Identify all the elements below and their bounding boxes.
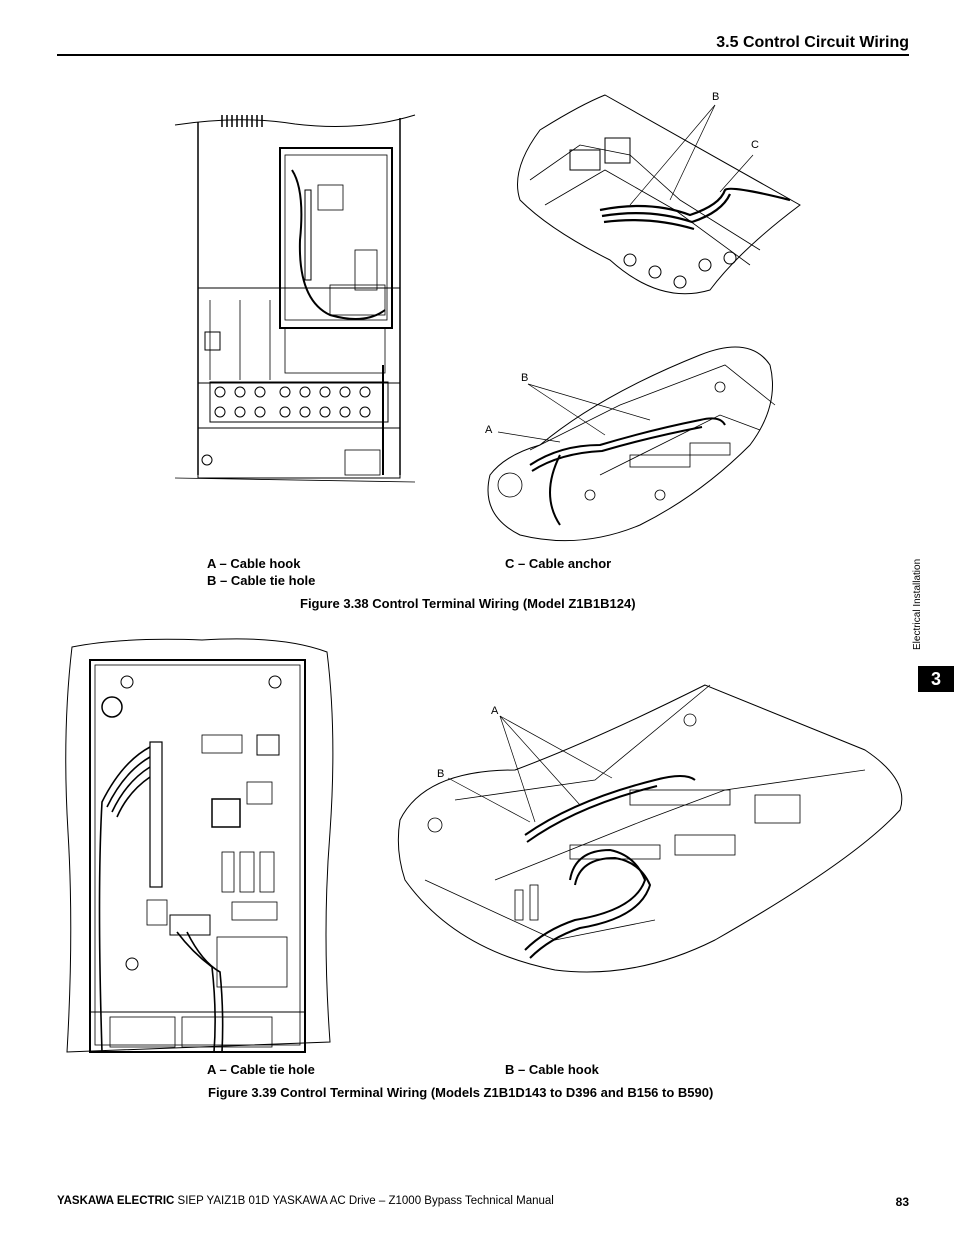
footer-doc: SIEP YAIZ1B 01D YASKAWA AC Drive – Z1000…	[174, 1195, 554, 1207]
callout-b-top: B	[712, 91, 720, 103]
figure-39-front-view	[65, 638, 334, 1053]
footer-text: YASKAWA ELECTRIC SIEP YAIZ1B 01D YASKAWA…	[57, 1195, 554, 1207]
chapter-tab: 3	[918, 666, 954, 692]
figure-38-front-view	[174, 114, 416, 483]
leader-lines-39	[447, 715, 613, 823]
fig39-legend-a: A – Cable tie hole	[207, 1062, 315, 1077]
page-number: 83	[895, 1195, 909, 1209]
figure-38-detail-mid	[487, 346, 776, 542]
callout-c-top: C	[751, 139, 759, 151]
leader-lines-38-mid	[497, 383, 651, 443]
fig39-legend-b: B – Cable hook	[505, 1062, 599, 1077]
callout-b: B	[437, 768, 445, 780]
fig38-legend-a: A – Cable hook	[207, 556, 301, 571]
side-tab-label: Electrical Installation	[912, 558, 923, 650]
fig38-legend-b: B – Cable tie hole	[207, 573, 316, 588]
figure-39-detail	[397, 684, 903, 973]
leader-lines-38-top	[629, 104, 754, 206]
fig38-legend-c: C – Cable anchor	[505, 556, 612, 571]
callout-b-mid: B	[521, 372, 529, 384]
footer-brand: YASKAWA ELECTRIC	[57, 1195, 175, 1207]
figure-39-caption: Figure 3.39 Control Terminal Wiring (Mod…	[208, 1085, 714, 1100]
figure-38-caption: Figure 3.38 Control Terminal Wiring (Mod…	[300, 596, 636, 611]
callout-a-mid: A	[485, 424, 493, 436]
section-title: 3.5 Control Circuit Wiring	[716, 34, 909, 51]
header-rule	[57, 54, 909, 56]
figure-38-detail-top	[517, 94, 801, 295]
callout-a: A	[491, 705, 499, 717]
